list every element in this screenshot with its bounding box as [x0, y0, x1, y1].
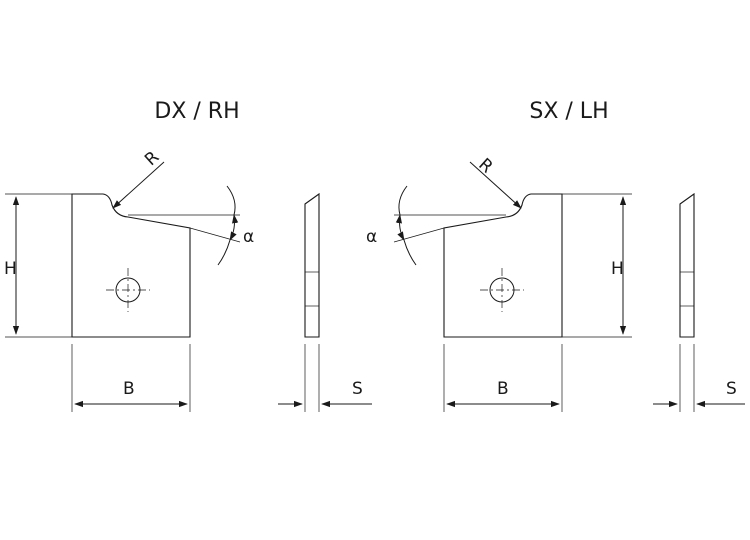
left-height-dimension: H — [4, 193, 72, 338]
left-title: DX / RH — [154, 99, 239, 124]
right-mounting-hole — [480, 268, 524, 312]
right-label-h: H — [611, 259, 624, 279]
left-mounting-hole — [106, 268, 150, 312]
left-label-r: R — [141, 147, 163, 170]
right-label-r: R — [474, 155, 496, 178]
left-view-dx-rh: DX / RH R α H — [4, 99, 372, 412]
left-thickness-dimension: S — [278, 344, 372, 412]
left-side-view — [304, 192, 320, 338]
right-angle-dimension: α — [366, 185, 506, 266]
right-side-view — [679, 192, 695, 338]
left-label-alpha: α — [243, 227, 254, 247]
right-thickness-dimension: S — [653, 344, 745, 412]
right-radius-leader — [469, 161, 522, 209]
right-label-b: B — [497, 379, 509, 399]
right-label-s: S — [726, 379, 737, 399]
right-insert-outline — [443, 193, 563, 338]
left-insert-outline — [71, 193, 191, 338]
right-title: SX / LH — [529, 99, 608, 124]
right-width-dimension: B — [443, 344, 563, 412]
right-height-dimension: H — [562, 193, 632, 338]
left-width-dimension: B — [71, 344, 191, 412]
left-label-s: S — [352, 379, 363, 399]
left-label-b: B — [123, 379, 135, 399]
left-radius-leader — [112, 161, 165, 209]
right-label-alpha: α — [366, 227, 377, 247]
left-angle-dimension: α — [128, 185, 254, 266]
left-label-h: H — [4, 259, 17, 279]
right-view-sx-lh: SX / LH R α H — [366, 99, 745, 412]
